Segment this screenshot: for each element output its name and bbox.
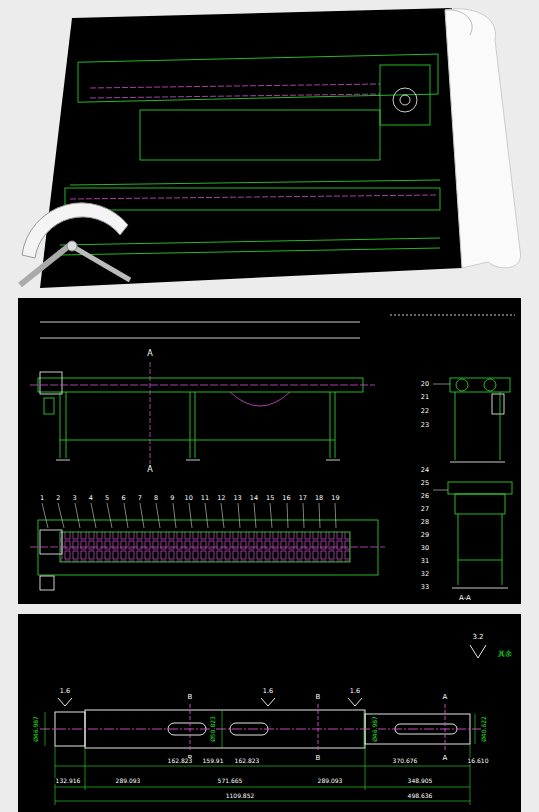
dimension-label: 571.665 [217,778,244,784]
dimension-label: 3.2 [471,634,484,641]
leader-lines [42,503,336,528]
dimension-label: B [315,755,322,762]
dimension-label: 348.905 [407,778,434,784]
dimension-label: 1109.852 [225,793,256,799]
callout-number: 28 [420,519,430,526]
callout-number: 2 [55,495,61,502]
dimension-label: A [442,694,449,701]
callout-number: 25 [420,480,430,487]
callout-number: 18 [314,495,324,502]
callout-number: 17 [298,495,308,502]
conveyor-plan-view [30,520,385,590]
paper-roll [445,9,521,268]
dimension-label: Ø50.823 [210,715,216,743]
dimension-label: 370.676 [392,758,419,764]
callout-number: 8 [153,495,159,502]
callout-number: 24 [420,467,430,474]
callout-number: 14 [249,495,259,502]
dimension-label: B [315,694,322,701]
dimension-label: 1.6 [262,688,274,695]
dimension-label: 289.093 [115,778,142,784]
callout-number: 10 [184,495,194,502]
callout-number: 7 [137,495,143,502]
callout-number: 23 [420,422,430,429]
callout-number: 3 [72,495,78,502]
drawing-sheet [40,8,462,288]
callout-number: 1 [39,495,45,502]
callout-number: 27 [420,506,430,513]
callout-number: 4 [88,495,94,502]
dimension-label: 132.916 [55,778,82,784]
callout-number: 30 [420,545,430,552]
dimension-label: A-A [458,595,472,602]
callout-number: 9 [169,495,175,502]
callout-number: 26 [420,493,430,500]
callout-number: 19 [330,495,340,502]
callout-number: 31 [420,558,430,565]
callout-number: 32 [420,571,430,578]
dimension-label: 159.91 [202,758,225,764]
dimension-label: A [146,350,153,358]
callout-number: 12 [216,495,226,502]
dimension-label: 其余 [497,651,513,658]
callout-number: 5 [104,495,110,502]
dimension-label: Ø46.987 [372,715,378,743]
callout-number: 11 [200,495,210,502]
protractor [20,203,130,285]
dimension-label: 289.093 [317,778,344,784]
conveyor-side-view [30,322,375,464]
dimension-label: 162.823 [167,758,194,764]
dimension-label: A [442,755,449,762]
callout-number: 29 [420,532,430,539]
dimension-label: 1.6 [349,688,361,695]
shaft-sheet [18,614,521,812]
dimension-label: 1.6 [59,688,71,695]
callout-number: 6 [120,495,126,502]
dimension-label: A [146,466,153,474]
callout-number: 16 [281,495,291,502]
callout-number: 22 [420,408,430,415]
dimension-label: B [187,694,194,701]
callout-number: 13 [232,495,242,502]
dimension-label: 162.823 [234,758,261,764]
dimension-label: Ø40.622 [481,715,487,743]
callout-number: 21 [420,394,430,401]
callout-number: 33 [420,584,430,591]
dimension-lines [45,710,475,805]
dimension-label: Ø46.987 [33,715,39,743]
assembly-sheet [18,298,521,604]
dimension-label: 498.636 [407,793,434,799]
callout-number: 15 [265,495,275,502]
callout-number: 20 [420,381,430,388]
end-views [390,315,515,588]
dimension-label: 16.610 [467,758,490,764]
shaft-drawing [40,645,486,752]
